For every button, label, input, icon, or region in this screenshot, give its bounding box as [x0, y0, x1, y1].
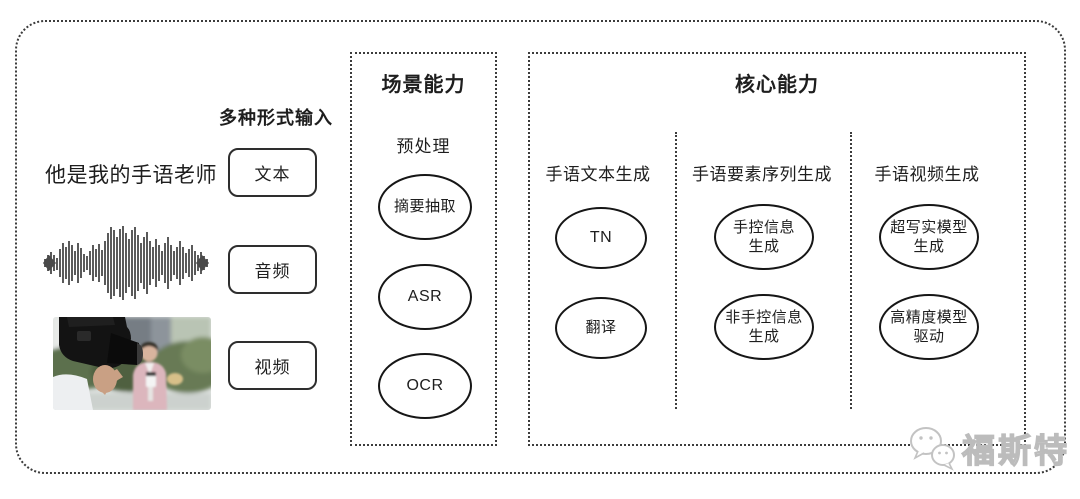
- input-type-label: 音频: [254, 262, 291, 281]
- node-label: TN: [589, 229, 613, 246]
- input-section-title: 多种形式输入: [219, 108, 333, 128]
- video-still-image: [53, 317, 211, 410]
- input-type-label: 文本: [254, 165, 291, 184]
- outer-dotted-frame: [15, 20, 1066, 474]
- column-header-sign-video-generation: 手语视频生成: [874, 165, 980, 184]
- preprocess-label: 预处理: [396, 137, 451, 156]
- input-type-label: 视频: [254, 358, 291, 377]
- scene-box-title: 场景能力: [381, 74, 466, 96]
- column-header-sign-element-sequence-generation: 手语要素序列生成: [692, 165, 832, 184]
- watermark-text: 福斯特: [961, 431, 1070, 469]
- node-label: 高精度模型 驱动: [890, 308, 968, 346]
- input-type-box-text: 文本: [228, 148, 317, 197]
- node-asr: ASR: [378, 264, 472, 330]
- node-label: 翻译: [585, 319, 617, 337]
- scene-capability-box: 场景能力 预处理 摘要抽取 ASR OCR: [350, 52, 497, 446]
- node-non-manual-info-generation: 非手控信息 生成: [714, 294, 814, 360]
- node-tn: TN: [555, 207, 647, 269]
- wechat-bubbles-icon: [910, 427, 955, 471]
- column-divider: [675, 132, 677, 409]
- node-label: 超写实模型 生成: [890, 218, 968, 256]
- node-translation: 翻译: [555, 297, 647, 359]
- core-box-title: 核心能力: [735, 74, 819, 96]
- node-label: 手控信息 生成: [732, 218, 795, 256]
- sample-sentence-text: 他是我的手语老师: [45, 164, 217, 187]
- node-high-precision-model-driving: 高精度模型 驱动: [879, 294, 979, 360]
- core-capability-box: 核心能力 手语文本生成 手语要素序列生成 手语视频生成 TN 翻译 手控信息 生…: [528, 52, 1026, 446]
- column-divider: [850, 132, 852, 409]
- watermark: 福斯特: [908, 424, 1070, 472]
- node-ocr: OCR: [378, 353, 472, 419]
- node-label: 非手控信息 生成: [725, 308, 803, 346]
- node-label: OCR: [406, 377, 444, 394]
- audio-waveform-icon: [43, 226, 209, 300]
- input-type-box-video: 视频: [228, 341, 317, 390]
- column-header-sign-text-generation: 手语文本生成: [545, 165, 651, 184]
- node-summary-extraction: 摘要抽取: [378, 174, 472, 240]
- node-manual-info-generation: 手控信息 生成: [714, 204, 814, 270]
- node-label: 摘要抽取: [393, 198, 456, 216]
- input-type-box-audio: 音频: [228, 245, 317, 294]
- node-hyperrealistic-model-generation: 超写实模型 生成: [879, 204, 979, 270]
- node-label: ASR: [407, 288, 443, 305]
